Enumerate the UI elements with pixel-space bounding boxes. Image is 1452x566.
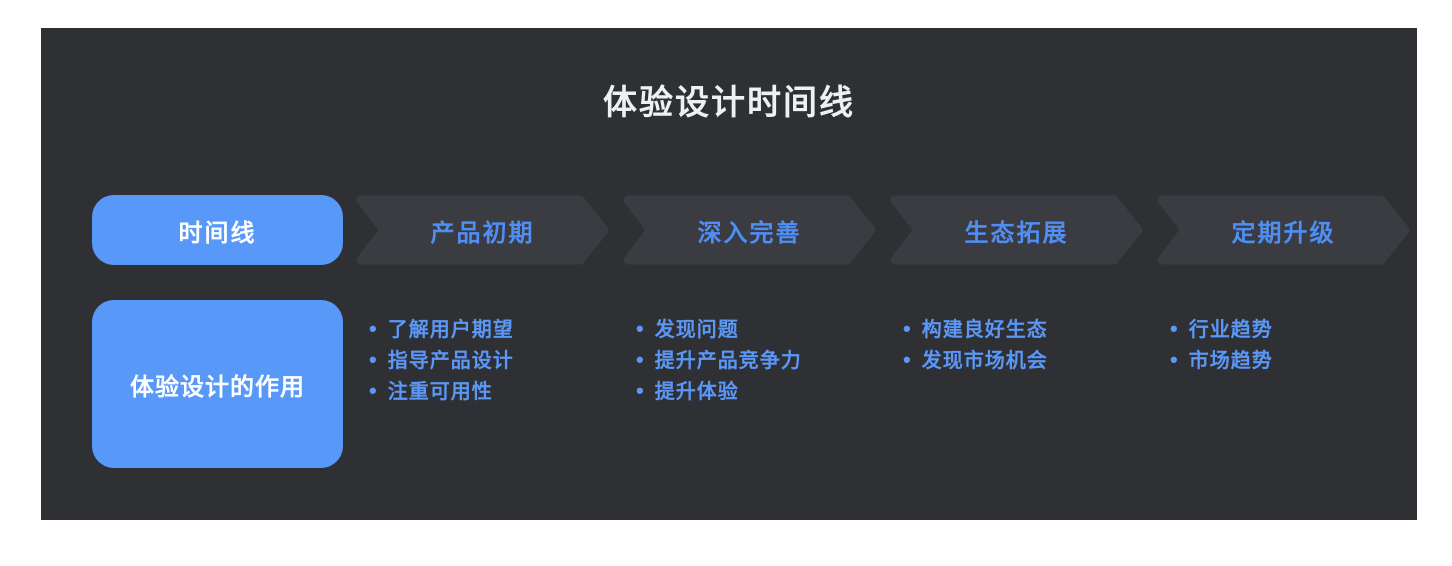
- timeline-stage-row: 时间线 产品初期 深入完善 生态拓展: [92, 195, 1411, 265]
- stage-bullets-deep-improve: 发现问题 提升产品竞争力 提升体验: [622, 300, 877, 468]
- stage-chevron-ecosystem: 生态拓展: [889, 195, 1144, 265]
- role-box: 体验设计的作用: [92, 300, 343, 468]
- stage-bullets-upgrade: 行业趋势 市场趋势: [1156, 300, 1411, 468]
- stage-label: 生态拓展: [964, 219, 1069, 247]
- stage-bullets-ecosystem: 构建良好生态 发现市场机会: [889, 300, 1144, 468]
- role-box-label: 体验设计的作用: [130, 373, 305, 401]
- stage-label: 产品初期: [430, 219, 535, 247]
- list-item: 注重可用性: [369, 376, 610, 407]
- stage-label: 深入完善: [697, 219, 802, 247]
- timeline-start-label: 时间线: [178, 219, 257, 247]
- page-title: 体验设计时间线: [603, 84, 855, 122]
- list-item: 市场趋势: [1170, 345, 1411, 376]
- list-item: 构建良好生态: [903, 314, 1144, 345]
- chevron-arrow-shape: [1157, 195, 1410, 265]
- list-item: 提升体验: [636, 376, 877, 407]
- list-item: 发现市场机会: [903, 345, 1144, 376]
- stage-chevron-product-early: 产品初期: [355, 195, 610, 265]
- chevron-arrow-shape: [623, 195, 876, 265]
- chevron-arrow-shape: [356, 195, 609, 265]
- stage-bullets-product-early: 了解用户期望 指导产品设计 注重可用性: [355, 300, 610, 468]
- stage-label: 定期升级: [1231, 219, 1336, 247]
- list-item: 提升产品竞争力: [636, 345, 877, 376]
- stage-chevron-upgrade: 定期升级: [1156, 195, 1411, 265]
- list-item: 发现问题: [636, 314, 877, 345]
- list-item: 行业趋势: [1170, 314, 1411, 345]
- list-item: 了解用户期望: [369, 314, 610, 345]
- stage-chevron-deep-improve: 深入完善: [622, 195, 877, 265]
- timeline-start-pill: 时间线: [92, 195, 343, 265]
- chevron-arrow-shape: [890, 195, 1143, 265]
- timeline-detail-row: 体验设计的作用 了解用户期望 指导产品设计 注重可用性 发现问题 提升产品竞争力…: [92, 300, 1411, 468]
- timeline-panel: 体验设计时间线 时间线 产品初期 深入完善 生: [41, 28, 1417, 520]
- list-item: 指导产品设计: [369, 345, 610, 376]
